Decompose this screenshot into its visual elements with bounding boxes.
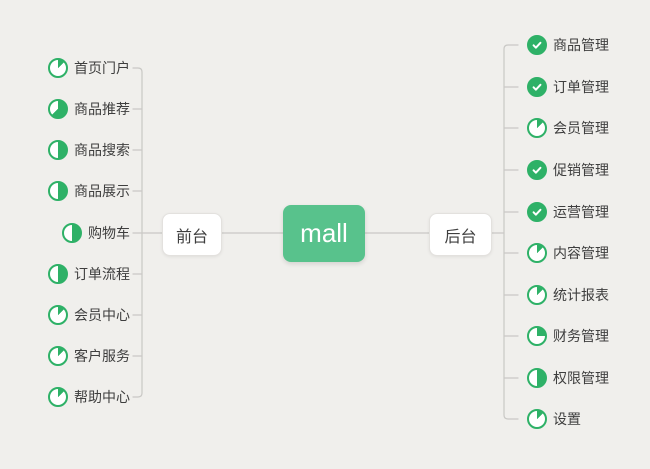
mindmap-item-label: 运营管理 [553,204,609,220]
mindmap-item-label: 内容管理 [553,245,609,261]
task-progress-icon [527,35,547,55]
root-topic-mall[interactable]: mall [283,205,365,262]
task-progress-icon [527,118,547,138]
mindmap-item[interactable]: 会员中心 [48,303,130,327]
mindmap-item-label: 商品展示 [74,183,130,199]
mindmap-item[interactable]: 内容管理 [527,241,609,265]
mindmap-item-label: 财务管理 [553,328,609,344]
task-progress-icon [48,387,68,407]
check-icon [532,166,542,174]
mindmap-item-label: 商品搜索 [74,142,130,158]
task-progress-icon [527,160,547,180]
mindmap-item[interactable]: 设置 [527,407,581,431]
task-progress-icon [48,99,68,119]
mindmap-item[interactable]: 客户服务 [48,344,130,368]
task-progress-icon [527,285,547,305]
mindmap-item-label: 权限管理 [553,370,609,386]
mindmap-item-label: 客户服务 [74,348,130,364]
task-progress-icon [62,223,82,243]
task-progress-icon [48,346,68,366]
mindmap-item[interactable]: 权限管理 [527,366,609,390]
mindmap-item[interactable]: 商品搜索 [48,138,130,162]
mindmap-item-label: 订单管理 [553,79,609,95]
root-topic-label: mall [300,218,348,248]
mindmap-item-label: 统计报表 [553,287,609,303]
task-progress-icon [527,243,547,263]
branch-topic-label: 后台 [444,228,477,246]
mindmap-item[interactable]: 购物车 [62,221,130,245]
task-progress-icon [48,58,68,78]
mindmap-item-label: 购物车 [88,225,130,241]
mindmap-item[interactable]: 会员管理 [527,116,609,140]
mindmap-item[interactable]: 促销管理 [527,158,609,182]
mindmap-item-label: 帮助中心 [74,389,130,405]
branch-topic-label: 前台 [175,228,208,246]
task-progress-icon [48,305,68,325]
mindmap-item[interactable]: 财务管理 [527,324,609,348]
mindmap-item[interactable]: 商品展示 [48,179,130,203]
mindmap-item-label: 设置 [553,411,581,427]
mindmap-item[interactable]: 运营管理 [527,200,609,224]
check-icon [532,208,542,216]
mindmap-item[interactable]: 帮助中心 [48,385,130,409]
check-icon [532,41,542,49]
task-progress-icon [527,368,547,388]
task-progress-icon [527,326,547,346]
task-progress-icon [48,181,68,201]
mindmap-item[interactable]: 订单管理 [527,75,609,99]
mindmap-item[interactable]: 商品管理 [527,33,609,57]
mindmap-item-label: 商品管理 [553,37,609,53]
mindmap-item-label: 会员管理 [553,120,609,136]
task-progress-icon [48,264,68,284]
task-progress-icon [527,409,547,429]
branch-topic-front[interactable]: 前台 [162,213,222,256]
task-progress-icon [48,140,68,160]
mindmap-item-label: 首页门户 [74,60,130,76]
task-progress-icon [527,202,547,222]
check-icon [532,83,542,91]
mindmap-item[interactable]: 商品推荐 [48,97,130,121]
mindmap-item[interactable]: 首页门户 [48,56,130,80]
mindmap-item-label: 促销管理 [553,162,609,178]
mindmap-item[interactable]: 订单流程 [48,262,130,286]
task-progress-icon [527,77,547,97]
mindmap-item[interactable]: 统计报表 [527,283,609,307]
mindmap-item-label: 会员中心 [74,307,130,323]
branch-topic-back[interactable]: 后台 [429,213,492,256]
mindmap-item-label: 商品推荐 [74,101,130,117]
mindmap-item-label: 订单流程 [74,266,130,282]
